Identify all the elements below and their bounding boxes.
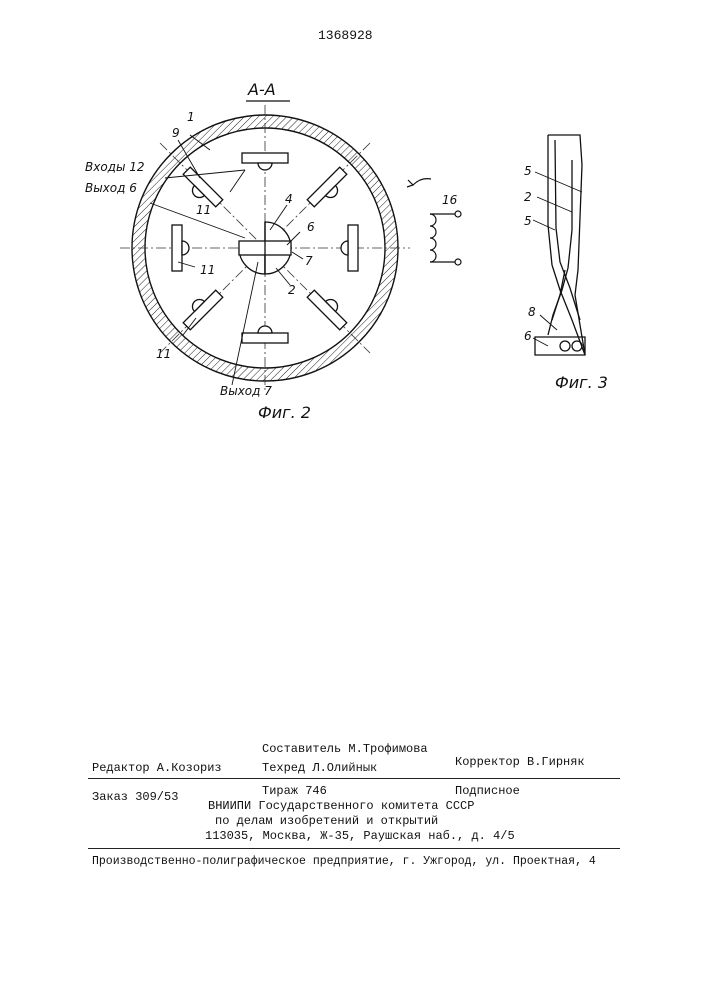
circulation: Тираж 746 (262, 784, 327, 798)
fig3-label-6: 6 (524, 329, 532, 343)
label-9: 9 (172, 126, 180, 140)
label-2: 2 (288, 283, 296, 297)
fig3-label-5-top: 5 (524, 164, 532, 178)
fig3-label-8: 8 (528, 305, 536, 319)
fig2-caption: Фиг. 2 (258, 403, 311, 422)
techred: Техред Л.Олийнык (262, 761, 377, 775)
label-4: 4 (285, 192, 293, 206)
label-16: 16 (442, 193, 457, 207)
section-label: А-А (248, 80, 276, 99)
editor: Редактор А.Козориз (92, 761, 222, 775)
subscription: Подписное (455, 784, 520, 798)
org-line-2: по делам изобретений и открытий (215, 814, 438, 828)
label-11-mid: 11 (200, 263, 215, 277)
label-11-bottom: 11 (156, 347, 171, 361)
order: Заказ 309/53 (92, 790, 178, 804)
org-line-1: ВНИИПИ Государственного комитета СССР (208, 799, 474, 813)
label-11-top: 11 (196, 203, 211, 217)
coil-symbol (407, 179, 461, 265)
label-inputs-12: Входы 12 (85, 160, 145, 174)
label-output-6: Выход 6 (85, 181, 137, 195)
label-7: 7 (305, 254, 313, 268)
fig3-profile (535, 135, 585, 355)
compiler: Составитель М.Трофимова (262, 742, 428, 756)
rule-top (88, 778, 620, 779)
fig3-label-2: 2 (524, 190, 532, 204)
fig3-label-5-bottom: 5 (524, 214, 532, 228)
rule-bottom (88, 848, 620, 849)
fig3-caption: Фиг. 3 (555, 373, 608, 392)
label-6: 6 (307, 220, 315, 234)
printer: Производственно-полиграфическое предприя… (92, 855, 596, 868)
label-output-7: Выход 7 (220, 384, 272, 398)
fig3-leader-lines (533, 172, 582, 346)
corrector: Корректор В.Гирняк (455, 755, 585, 769)
label-1: 1 (187, 110, 195, 124)
org-line-3: 113035, Москва, Ж-35, Раушская наб., д. … (205, 829, 515, 843)
